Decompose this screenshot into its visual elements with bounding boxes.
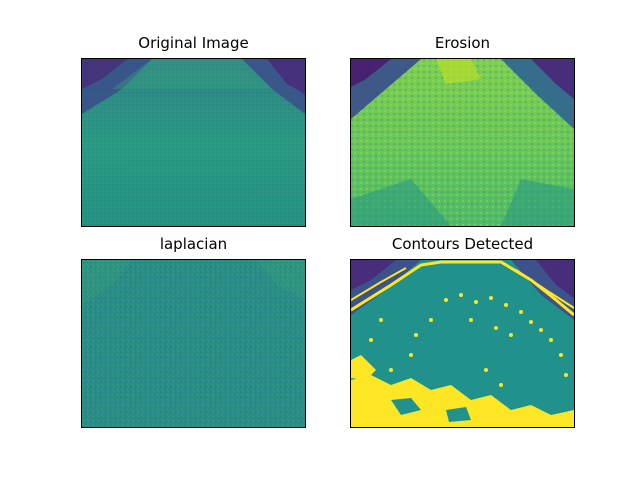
- contours-image-render: [351, 260, 574, 427]
- image-panel-laplacian: [81, 259, 306, 428]
- panel-title-laplacian: laplacian: [159, 235, 228, 253]
- image-panel-original: [81, 58, 306, 227]
- panel-title-contours: Contours Detected: [391, 235, 534, 253]
- laplacian-image-render: [82, 260, 305, 427]
- image-panel-erosion: [350, 58, 575, 227]
- image-panel-contours: [350, 259, 575, 428]
- panel-title-erosion: Erosion: [434, 34, 491, 52]
- original-image-render: [82, 59, 305, 226]
- erosion-image-render: [351, 59, 574, 226]
- panel-title-original: Original Image: [138, 34, 249, 52]
